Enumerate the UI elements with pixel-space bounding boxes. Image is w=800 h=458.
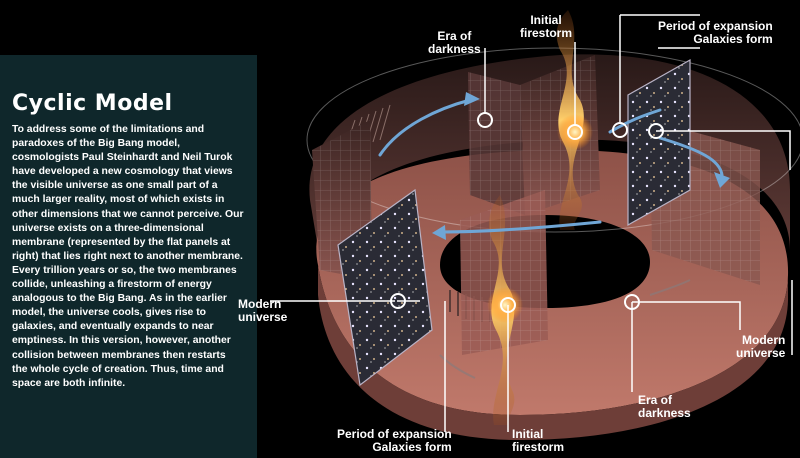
- firestorm-top: [556, 10, 593, 230]
- sidebar-title: Cyclic Model: [12, 91, 173, 116]
- cycle-arrows-dim: [439, 279, 691, 379]
- membrane-right: [627, 58, 691, 227]
- wall-panel-left-back-grid: [468, 72, 525, 215]
- firestorm-bottom: [487, 195, 523, 425]
- cycle-arrows: [378, 98, 724, 234]
- ring-front-wall: [318, 265, 788, 440]
- sidebar-body: To address some of the limitations and p…: [12, 124, 244, 389]
- cycle-arrowheads: [432, 92, 730, 240]
- sidebar-panel: Cyclic Model To address some of the limi…: [0, 55, 257, 458]
- callout-lines: [270, 14, 793, 432]
- callout-markers: [390, 112, 664, 313]
- ring-outline: [306, 47, 800, 233]
- membrane-left: [337, 188, 433, 387]
